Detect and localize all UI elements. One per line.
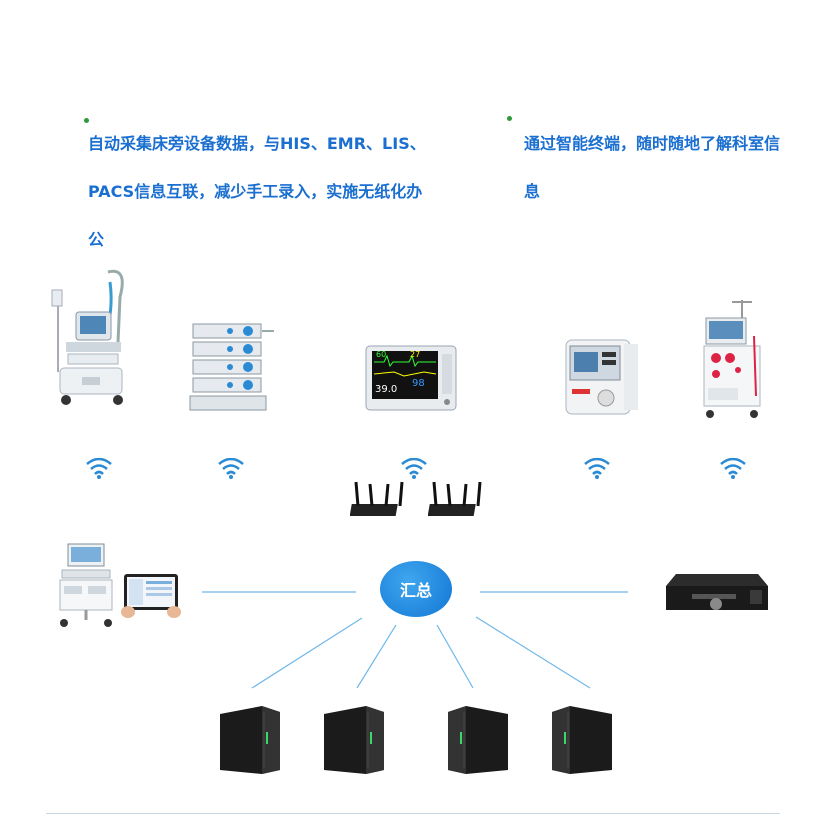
blood-gas-analyzer-icon — [565, 339, 638, 415]
router-icon — [428, 481, 482, 516]
server-icon — [552, 706, 612, 774]
bullet-dot — [507, 116, 512, 121]
ventilator-icon — [51, 269, 124, 405]
printer-icon — [666, 574, 768, 610]
wifi-signal-icon — [218, 458, 244, 479]
wifi-signal-icon — [720, 458, 746, 479]
connection-line — [475, 616, 591, 689]
svg-text:39.0: 39.0 — [375, 384, 397, 395]
wifi-signal-icon — [584, 458, 610, 479]
router-icon — [350, 481, 404, 516]
feature-line: PACS信息互联，减少手工录入，实施无纸化办 — [88, 182, 423, 201]
feature-text-right: 通过智能终端，随时随地了解科室信 息 — [524, 120, 824, 216]
infusion-pump-icon — [189, 323, 274, 411]
server-icon — [324, 706, 384, 774]
feature-line: 通过智能终端，随时随地了解科室信 — [524, 134, 781, 153]
connection-line — [356, 624, 397, 689]
bottom-divider — [46, 813, 780, 814]
wifi-signal-icon — [86, 458, 112, 479]
dialysis-machine-icon — [703, 300, 761, 418]
svg-text:60: 60 — [376, 350, 386, 359]
feature-text-left: 自动采集床旁设备数据，与HIS、EMR、LIS、 PACS信息互联，减少手工录入… — [88, 120, 488, 264]
bullet-dot — [84, 118, 89, 123]
feature-line: 公 — [88, 230, 105, 249]
svg-text:98: 98 — [412, 378, 425, 389]
wifi-signal-icon — [401, 458, 427, 479]
tablet-icon — [121, 574, 181, 618]
summary-hub: 汇总 — [380, 561, 452, 617]
connection-line — [251, 617, 363, 689]
feature-line: 息 — [524, 182, 541, 201]
server-icon — [448, 706, 508, 774]
svg-text:27: 27 — [410, 350, 420, 359]
hub-label: 汇总 — [399, 581, 432, 600]
feature-line: 自动采集床旁设备数据，与HIS、EMR、LIS、 — [88, 134, 426, 153]
mobile-cart-icon — [59, 543, 113, 627]
patient-monitor-icon: 39.0 98 60 27 — [365, 345, 457, 411]
connection-line — [436, 624, 474, 689]
server-icon — [220, 706, 280, 774]
